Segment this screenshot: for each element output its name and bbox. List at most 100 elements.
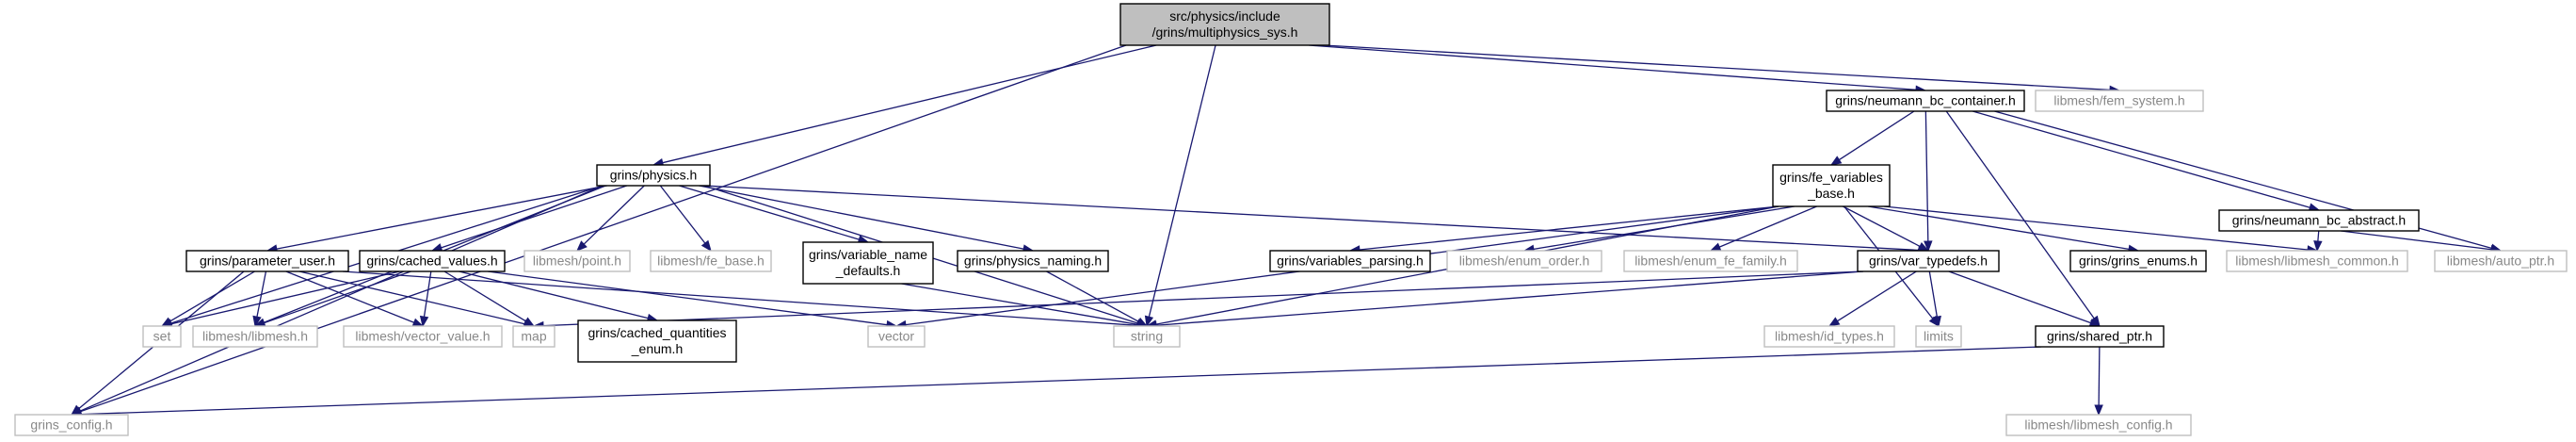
edge-var_typedefs-to-limits xyxy=(1928,270,1941,328)
node-label: grins/parameter_user.h xyxy=(200,254,335,269)
node-label: /grins/multiphysics_sys.h xyxy=(1152,25,1298,40)
file-nodes: src/physics/include/grins/multiphysics_s… xyxy=(14,3,2568,436)
edge-physics-to-fe_base xyxy=(659,185,712,253)
node-cached-quantities-enum[interactable]: grins/cached_quantities_enum.h xyxy=(577,319,737,363)
edge-fe_variables_base-to-var_typedefs xyxy=(1843,205,1930,252)
edge-line xyxy=(285,270,414,323)
node-neumann-bc-container[interactable]: grins/neumann_bc_container.h xyxy=(1826,90,2025,112)
edge-line xyxy=(80,346,2042,416)
edge-line xyxy=(901,283,1138,325)
node-libmesh-common: libmesh/libmesh_common.h xyxy=(2226,250,2408,272)
node-label: libmesh/enum_fe_family.h xyxy=(1634,254,1787,269)
edge-neumann_bc_container-to-shared_ptr xyxy=(1945,110,2101,328)
edge-line xyxy=(1924,110,1929,242)
edge-line xyxy=(170,270,400,325)
node-auto-ptr: libmesh/auto_ptr.h xyxy=(2434,250,2568,272)
node-cached-values[interactable]: grins/cached_values.h xyxy=(359,250,506,272)
arrowhead xyxy=(1932,315,1941,328)
arrowhead xyxy=(1924,240,1933,253)
node-box xyxy=(596,164,711,187)
node-box xyxy=(577,319,737,363)
edge-line xyxy=(169,270,255,322)
edge-line xyxy=(662,44,1157,164)
node-label: string xyxy=(1131,329,1163,344)
edge-line xyxy=(1359,205,1779,251)
edge-physics-to-cached_values xyxy=(430,185,628,253)
node-vector: vector xyxy=(867,325,926,348)
node-neumann-bc-abstract[interactable]: grins/neumann_bc_abstract.h xyxy=(2218,209,2420,232)
edge-line xyxy=(443,270,526,322)
edge-cached_values-to-set xyxy=(160,270,400,329)
arrowhead xyxy=(2313,240,2323,253)
edge-var_typedefs-to-shared_ptr xyxy=(1948,270,2101,327)
edge-line xyxy=(1309,44,1917,90)
node-variable-name-defaults[interactable]: grins/variable_name_defaults.h xyxy=(802,241,934,285)
edge-multiphysics_sys-to-neumann_bc_container xyxy=(1309,44,1927,94)
node-box xyxy=(2434,250,2568,272)
edge-line xyxy=(1843,205,1921,247)
node-fem-system: libmesh/fem_system.h xyxy=(2035,90,2204,112)
node-box xyxy=(359,250,506,272)
arrowhead xyxy=(2094,404,2103,417)
node-fe-variables-base[interactable]: grins/fe_variables_base.h xyxy=(1772,164,1891,207)
arrowhead xyxy=(1829,156,1843,166)
node-box xyxy=(1623,250,1798,272)
arrowhead xyxy=(523,317,536,327)
node-box xyxy=(2218,209,2420,232)
edge-line xyxy=(2341,230,2492,251)
arrowhead xyxy=(252,315,262,328)
node-box xyxy=(1772,164,1891,207)
edge-line xyxy=(703,185,1920,252)
node-shared-ptr[interactable]: grins/shared_ptr.h xyxy=(2035,325,2165,348)
edge-var_typedefs-to-string xyxy=(1145,270,1864,330)
edge-neumann_bc_abstract-to-libmesh_common xyxy=(2313,230,2323,253)
node-label: map xyxy=(521,329,546,344)
edge-multiphysics_sys-to-string xyxy=(1144,44,1216,328)
edge-line xyxy=(1928,270,1938,318)
node-box xyxy=(1763,325,1895,348)
node-string: string xyxy=(1113,325,1181,348)
node-box xyxy=(957,250,1109,272)
edge-parameter_user-to-map xyxy=(298,270,536,329)
node-map: map xyxy=(512,325,555,348)
edge-line xyxy=(699,185,1024,250)
edge-shared_ptr-to-libmesh_config xyxy=(2094,346,2103,417)
edge-cached_values-to-libmesh xyxy=(253,270,411,327)
node-box xyxy=(867,325,926,348)
node-label: grins/variables_parsing.h xyxy=(1277,254,1424,269)
node-grins-enums[interactable]: grins/grins_enums.h xyxy=(2069,250,2207,272)
node-variables-parsing[interactable]: grins/variables_parsing.h xyxy=(1269,250,1431,272)
edge-line xyxy=(1323,44,2111,91)
node-label: libmesh/fem_system.h xyxy=(2053,93,2184,108)
edge-line xyxy=(1155,270,1864,326)
edge-line xyxy=(264,270,411,324)
arrowhead xyxy=(1135,317,1149,327)
edge-line xyxy=(256,270,267,318)
node-multiphysics-sys[interactable]: src/physics/include/grins/multiphysics_s… xyxy=(1119,3,1330,46)
node-label: grins/cached_quantities xyxy=(588,325,726,340)
edge-multiphysics_sys-to-fem_system xyxy=(1323,44,2121,95)
edge-line xyxy=(1972,110,2310,208)
node-label: grins_config.h xyxy=(30,417,112,433)
node-var-typedefs[interactable]: grins/var_typedefs.h xyxy=(1857,250,2000,272)
edge-line xyxy=(423,270,432,318)
node-box xyxy=(343,325,503,348)
node-label: src/physics/include xyxy=(1169,8,1280,24)
node-set: set xyxy=(142,325,182,348)
node-label: grins/grins_enums.h xyxy=(2079,254,2198,269)
edge-parameter_user-to-string xyxy=(342,270,1149,331)
node-parameter-user[interactable]: grins/parameter_user.h xyxy=(185,250,349,272)
edge-neumann_bc_container-to-var_typedefs xyxy=(1924,110,1933,253)
edge-multiphysics_sys-to-physics xyxy=(652,44,1157,168)
edge-line xyxy=(1948,270,2091,324)
arrowhead xyxy=(1709,242,1722,252)
arrowhead xyxy=(419,315,429,328)
node-label: libmesh/point.h xyxy=(533,254,621,269)
node-label: vector xyxy=(878,329,914,344)
node-label: limits xyxy=(1924,329,1954,344)
edge-cached_values-to-map xyxy=(443,270,536,327)
node-label: libmesh/libmesh.h xyxy=(202,329,308,344)
node-physics-naming[interactable]: grins/physics_naming.h xyxy=(957,250,1109,272)
node-physics[interactable]: grins/physics.h xyxy=(596,164,711,187)
